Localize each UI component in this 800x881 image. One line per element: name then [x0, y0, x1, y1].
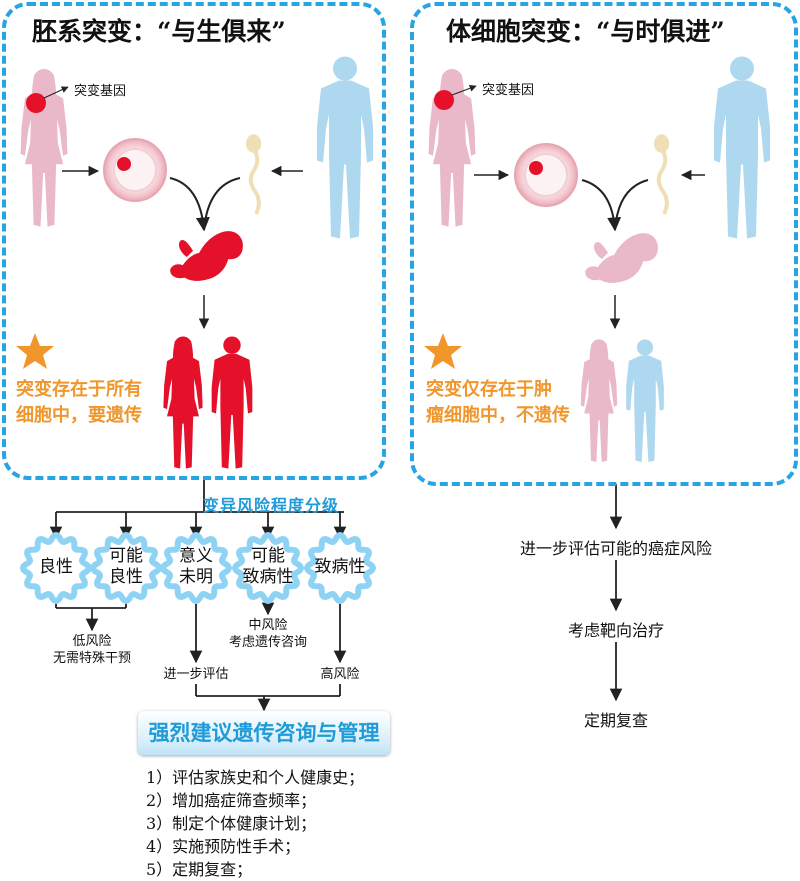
recommendation-banner: 强烈建议遗传咨询与管理 [138, 711, 390, 755]
left-star-icon [16, 333, 54, 369]
further-eval-label: 进一步评估 [163, 667, 229, 682]
category-badge [19, 531, 93, 605]
right-mutation-label: 突变基因 [482, 83, 535, 98]
step-item: 4）实施预防性手术； [146, 837, 301, 856]
low-risk-line1: 低风险 [72, 634, 112, 649]
left-egg [103, 138, 167, 202]
category-badge [231, 531, 305, 605]
low-risk-label: 低风险 无需特殊干预 [40, 633, 144, 667]
right-mutation-dot [434, 90, 454, 110]
category-vus: 意义 未明 [156, 546, 236, 588]
germline-panel [2, 2, 386, 480]
category-vus-line2: 未明 [179, 567, 213, 587]
category-likely-benign-line1: 可能 [109, 546, 143, 566]
low-risk-line2: 无需特殊干预 [52, 651, 131, 666]
left-mutation-dot [26, 93, 46, 113]
right-note: 突变仅存在于肿 瘤细胞中，不遗传 [426, 377, 570, 429]
step-item: 3）制定个体健康计划； [146, 814, 317, 833]
risk-grading-title: 变异风险程度分级 [203, 496, 340, 515]
right-flow-step2: 考虑靶向治疗 [567, 621, 664, 640]
step-item: 1）评估家族史和个人健康史； [146, 768, 365, 787]
category-likely-benign-line2: 良性 [109, 567, 143, 587]
mid-risk-line1: 中风险 [248, 618, 288, 633]
category-likely-pathogenic-line1: 可能 [251, 546, 285, 566]
high-risk-label: 高风险 [320, 667, 360, 682]
step-item: 2）增加癌症筛查频率； [146, 791, 317, 810]
category-likely-benign: 可能 良性 [86, 546, 166, 588]
step-item: 5）定期复查； [146, 860, 253, 879]
category-badge [303, 531, 377, 605]
mid-risk-line2: 考虑遗传咨询 [228, 635, 307, 650]
mid-risk-label: 中风险 考虑遗传咨询 [218, 617, 318, 651]
somatic-panel [410, 2, 798, 486]
category-likely-pathogenic-line2: 致病性 [242, 567, 294, 587]
left-note: 突变存在于所有 细胞中，要遗传 [16, 377, 142, 429]
category-benign-line1: 良性 [39, 557, 73, 577]
left-mutation-label: 突变基因 [74, 84, 127, 99]
risk-badges [19, 531, 377, 605]
right-note-line1: 突变仅存在于肿 [426, 379, 552, 400]
category-pathogenic: 致病性 [300, 557, 380, 578]
category-benign: 良性 [16, 557, 96, 578]
right-star-icon [424, 333, 462, 369]
right-note-line2: 瘤细胞中，不遗传 [426, 405, 570, 426]
recommendation-steps: 1）评估家族史和个人健康史； 2）增加癌症筛查频率； 3）制定个体健康计划； 4… [146, 766, 364, 881]
category-badge [159, 531, 233, 605]
germline-title: 胚系突变：“与生俱来” [32, 17, 286, 46]
somatic-title: 体细胞突变：“与时俱进” [446, 17, 725, 46]
left-note-line1: 突变存在于所有 [16, 379, 142, 400]
category-likely-pathogenic: 可能 致病性 [228, 546, 308, 588]
left-note-line2: 细胞中，要遗传 [16, 405, 142, 426]
category-vus-line1: 意义 [179, 546, 213, 566]
right-egg [514, 143, 578, 207]
category-badge [89, 531, 163, 605]
right-flow-step1: 进一步评估可能的癌症风险 [519, 539, 712, 558]
right-flow-step3: 定期复查 [583, 711, 648, 730]
category-pathogenic-line1: 致病性 [314, 557, 366, 577]
